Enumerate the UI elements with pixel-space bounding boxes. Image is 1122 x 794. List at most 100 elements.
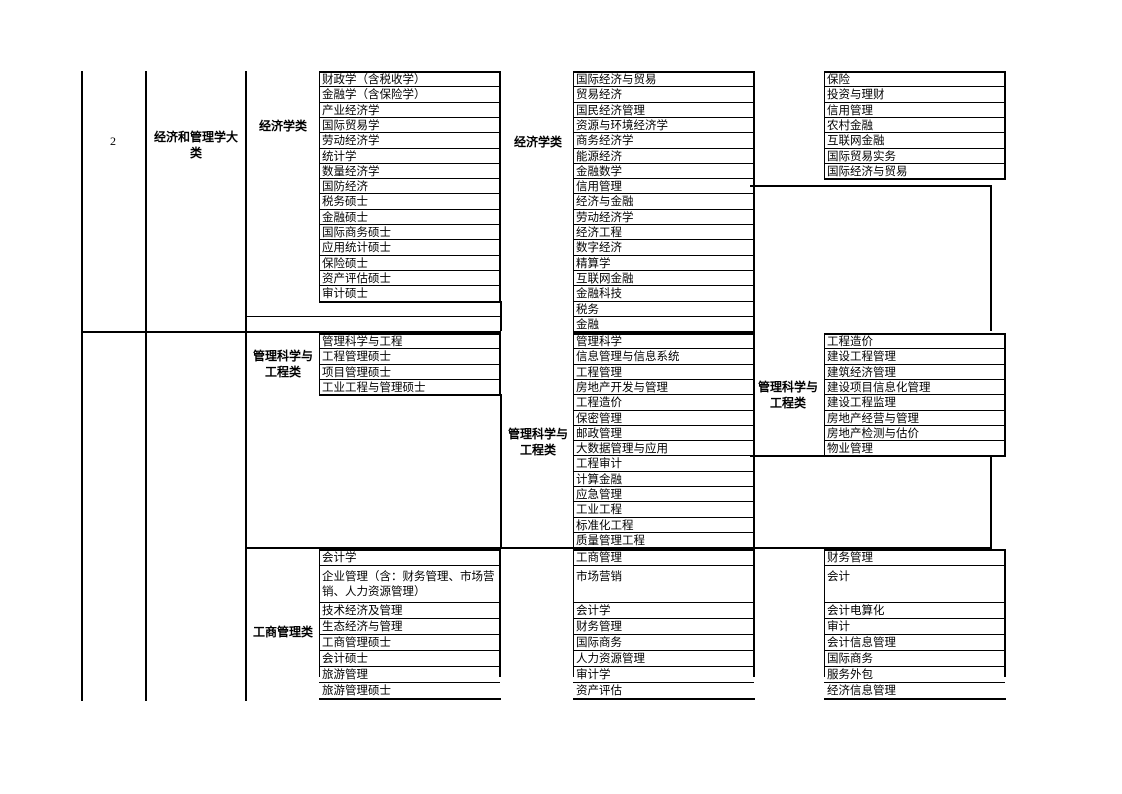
s1c2-row-line [573,224,754,225]
list-item: 企业管理（含：财务管理、市场营销、人力资源管理） [322,568,495,598]
list-item: 旅游管理 [322,666,368,681]
list-item: 统计学 [322,148,357,163]
category-label: 管理科学与工程类 [252,349,313,379]
s1c1-empty-line [245,316,501,317]
s2c3-row-line [824,378,1005,380]
s3c1-left [319,549,320,677]
list-item: 房地产开发与管理 [576,379,668,394]
s1c1-row-line [319,285,500,287]
s1c1-row-line [319,269,500,271]
list-item: 会计学 [576,602,611,617]
s3c3-right [1004,549,1006,677]
list-item: 技术经济及管理 [322,602,403,617]
list-item: 工业工程 [576,502,622,517]
list-item: 互联网金融 [576,270,634,285]
list-item: 审计 [827,618,850,633]
s1c3-row-line [824,147,1005,149]
s2c2-row-line [573,424,754,426]
list-item: 劳动经济学 [322,133,380,148]
list-item: 金融 [576,316,599,331]
s1c3-row-line [824,101,1005,103]
list-item: 保密管理 [576,410,622,425]
s1c2-row-line [573,208,754,210]
list-item: 投资与理财 [827,87,885,102]
s1c1-row-line [319,254,500,256]
s2c3-empty-top [750,455,992,458]
s2c3-row-line [824,409,1005,411]
s2c2-row-line [573,531,754,533]
list-item: 工业工程与管理硕士 [322,379,426,394]
s2c2-row-line [573,516,754,518]
s3c1-row-line [319,564,500,566]
list-item: 工程审计 [576,456,622,471]
list-item: 工程造价 [576,395,622,410]
category-label: 工商管理类 [252,625,313,639]
s1c3-empty-top [750,185,992,188]
s2c2-row-line [573,470,754,472]
list-item: 标准化工程 [576,517,634,532]
s3c2-row-line [573,649,754,651]
s3c3-row-line [824,649,1005,651]
s2c2-row-line [573,333,754,335]
s3c3-left [824,549,825,677]
s1c2-left [573,71,574,332]
list-item: 财务管理 [827,550,873,564]
left-border [81,71,83,701]
list-item: 旅游管理硕士 [322,682,391,697]
s2c3-empty-right [990,455,992,548]
s3c1-bottom [319,697,501,700]
s3c3-row-line [824,549,1005,551]
category-label: 经济学类 [513,135,562,149]
s3c3-row-line [824,633,1005,635]
category-label: 管理科学与工程类 [507,427,568,457]
list-item: 产业经济学 [322,102,380,117]
list-item: 审计学 [576,666,611,681]
list-item: 服务外包 [827,666,873,681]
s3c2-right [753,549,755,677]
list-item: 精算学 [576,255,611,270]
category-label: 经济学类 [258,119,307,133]
list-item: 数字经济 [576,240,622,255]
list-item: 国民经济管理 [576,102,645,117]
list-item: 金融科技 [576,286,622,301]
list-item: 管理科学与工程 [322,334,403,348]
s1c1-row-line [319,162,500,164]
s1c1-row-line [319,71,500,73]
s3c1-row-line [319,681,500,683]
list-item: 经济信息管理 [827,682,896,697]
list-item: 项目管理硕士 [322,364,391,379]
s3c3-row-line [824,601,1005,603]
s1c1-right [499,71,501,301]
s2c3-row-line [824,348,1005,350]
s1c2-row-line [573,269,754,271]
list-item: 税务硕士 [322,194,368,209]
s2c2-row-line [573,363,754,365]
list-item: 税务 [576,301,599,316]
s1c1-empty-right [500,300,502,331]
s2c1-row-line [319,348,500,350]
list-item: 生态经济与管理 [322,618,403,633]
s1c3-row-line [824,162,1005,164]
row-number: 2 [110,134,116,148]
list-item: 国际商务 [827,650,873,665]
list-item: 管理科学 [576,334,622,348]
list-item: 工程管理 [576,364,622,379]
s3c1-row-line [319,617,500,619]
s2c2-right [753,333,755,548]
s3c1-row-line [319,633,500,635]
s1c2-row-line [573,254,754,256]
s1c2-row-line [573,147,754,149]
s2c2-row-line [573,486,754,487]
s1c3-left [824,71,825,179]
s3c1-row-line [319,649,500,651]
s2c3-row-line [824,424,1005,426]
list-item: 工商管理 [576,550,622,564]
list-item: 互联网金融 [827,133,885,148]
list-item: 邮政管理 [576,425,622,440]
list-item: 贸易经济 [576,87,622,102]
list-item: 经济工程 [576,225,622,239]
list-item: 国防经济 [322,179,368,194]
list-item: 金融数学 [576,163,622,178]
s1c1-row-line [319,86,500,88]
s3c3-bottom [824,697,1006,700]
